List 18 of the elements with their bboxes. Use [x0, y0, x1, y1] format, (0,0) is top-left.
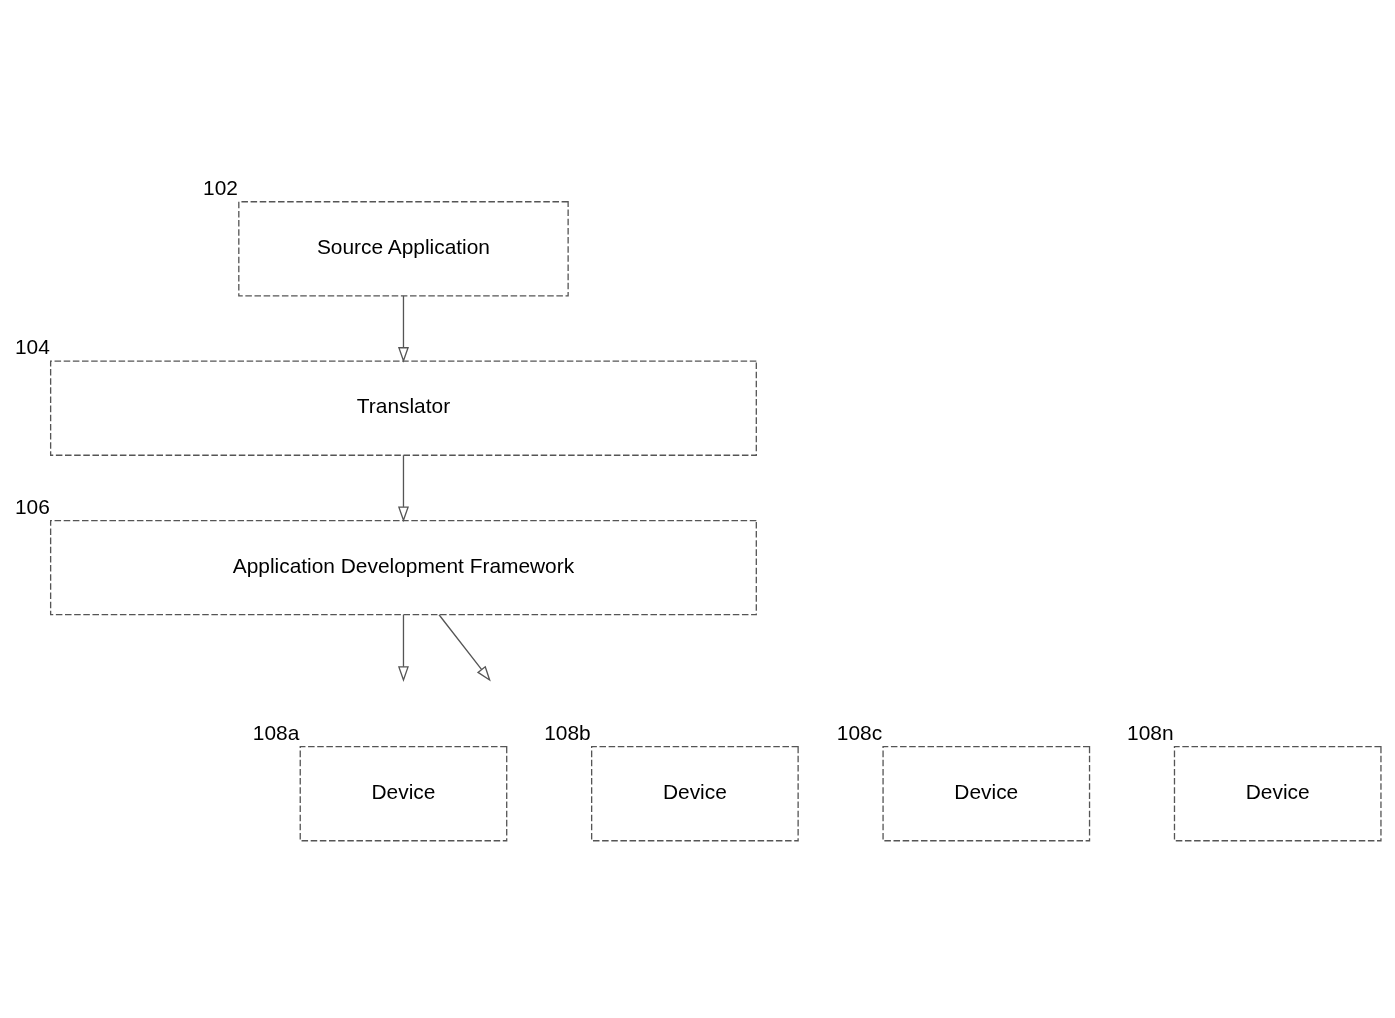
- node-label: 102: [203, 175, 238, 199]
- node-label: 108b: [544, 720, 591, 744]
- node-label: 104: [14, 334, 50, 358]
- node-box: Device: [882, 745, 1091, 841]
- node-box: Source Application: [238, 200, 569, 296]
- node-label: 106: [14, 494, 50, 518]
- node-label: 108c: [836, 720, 883, 744]
- arrow: [397, 294, 409, 363]
- node-box: Translator: [50, 360, 757, 456]
- node-box: Device: [1173, 745, 1382, 841]
- arrow: [438, 613, 491, 681]
- node-label: 108a: [252, 720, 300, 744]
- node-label: 108n: [1127, 720, 1174, 744]
- arrow: [397, 454, 409, 522]
- node-box: Device: [299, 745, 508, 841]
- node-box: Device: [591, 745, 799, 841]
- arrow: [397, 613, 409, 682]
- node-box: Application Development Framework: [50, 519, 757, 615]
